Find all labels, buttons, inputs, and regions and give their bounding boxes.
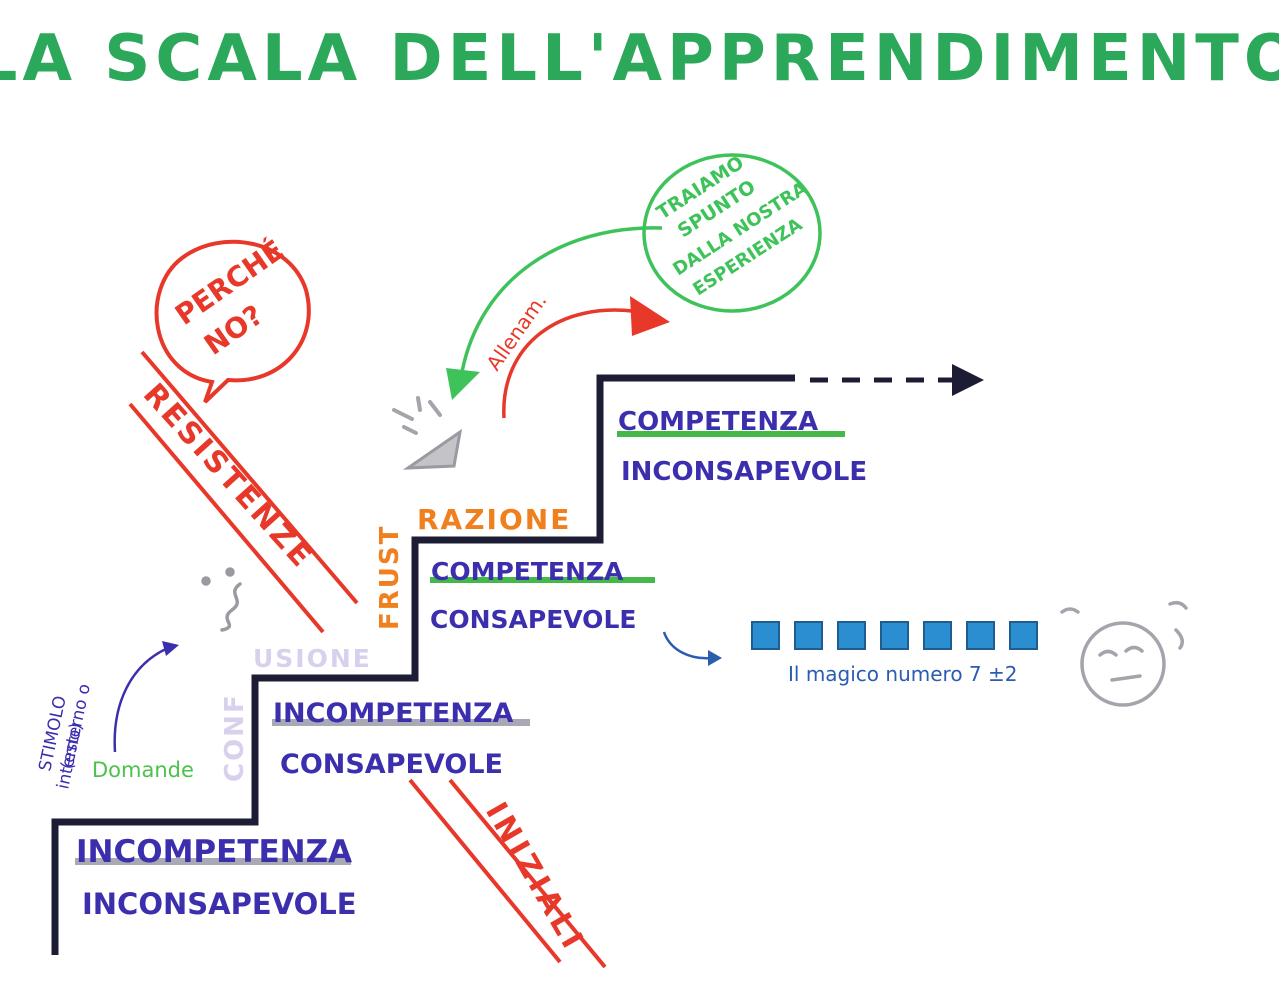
stage-2-underline <box>272 719 530 726</box>
memory-square <box>794 621 823 650</box>
memory-square <box>923 621 952 650</box>
questions-label: Domande <box>92 758 194 782</box>
staircase <box>51 374 795 955</box>
memory-square <box>837 621 866 650</box>
stimulus-arrow <box>113 646 169 753</box>
stage-2-line1: INCOMPETENZA <box>273 698 514 729</box>
training-arrow <box>502 296 670 419</box>
magic-number-squares <box>751 621 1038 650</box>
confusion-horizontal: USIONE <box>253 644 372 673</box>
stage-3-line2: CONSAPEVOLE <box>430 605 636 634</box>
frustration-label: FRUST RAZIONE <box>375 503 571 630</box>
stage-3-line1: COMPETENZA <box>431 557 624 586</box>
confusion-vertical: CONF <box>220 693 250 782</box>
confusion-label: CONF USIONE <box>220 644 372 782</box>
stage-4-line2: INCONSAPEVOLE <box>621 457 867 487</box>
stage-4-underline <box>617 431 845 437</box>
memory-square <box>880 621 909 650</box>
stage-2-line2: CONSAPEVOLE <box>280 749 503 780</box>
memory-square <box>751 621 780 650</box>
frustration-horizontal: RAZIONE <box>417 503 571 536</box>
stage-1-underline <box>75 858 351 865</box>
frustration-vertical: FRUST <box>375 525 405 630</box>
stage-3-underline <box>430 577 655 583</box>
magic-number-arrow <box>662 631 722 666</box>
magic-number-label: Il magico numero 7 ±2 <box>788 662 1017 686</box>
frustrated-face-icon <box>392 396 463 470</box>
dashed-arrow-icon <box>810 364 984 396</box>
experience-bubble: TRAIAMO SPUNTO DALLA NOSTRA ESPERIENZA <box>642 152 822 313</box>
stage-2: INCOMPETENZA CONSAPEVOLE <box>272 698 530 780</box>
page-title: LA SCALA DELL'APPRENDIMENTO <box>0 22 1279 96</box>
experience-arrow <box>446 226 663 400</box>
stage-1-line2: INCONSAPEVOLE <box>82 887 357 921</box>
stage-1: INCOMPETENZA INCONSAPEVOLE <box>75 834 357 921</box>
stage-3: COMPETENZA CONSAPEVOLE <box>430 557 655 634</box>
speech-bubble: PERCHÉ NO? <box>154 233 311 404</box>
overwhelmed-face-icon <box>1060 600 1188 707</box>
stage-1-line1: INCOMPETENZA <box>76 834 352 870</box>
memory-square <box>966 621 995 650</box>
confused-face-icon <box>201 567 242 632</box>
initial-barrier: INIZIALI <box>408 778 607 969</box>
resistance-label: RESISTENZE <box>136 377 320 576</box>
resistance-barrier: RESISTENZE <box>128 350 359 634</box>
stage-4-line1: COMPETENZA <box>618 407 818 437</box>
stage-4: COMPETENZA INCONSAPEVOLE <box>617 407 867 487</box>
memory-square <box>1009 621 1038 650</box>
